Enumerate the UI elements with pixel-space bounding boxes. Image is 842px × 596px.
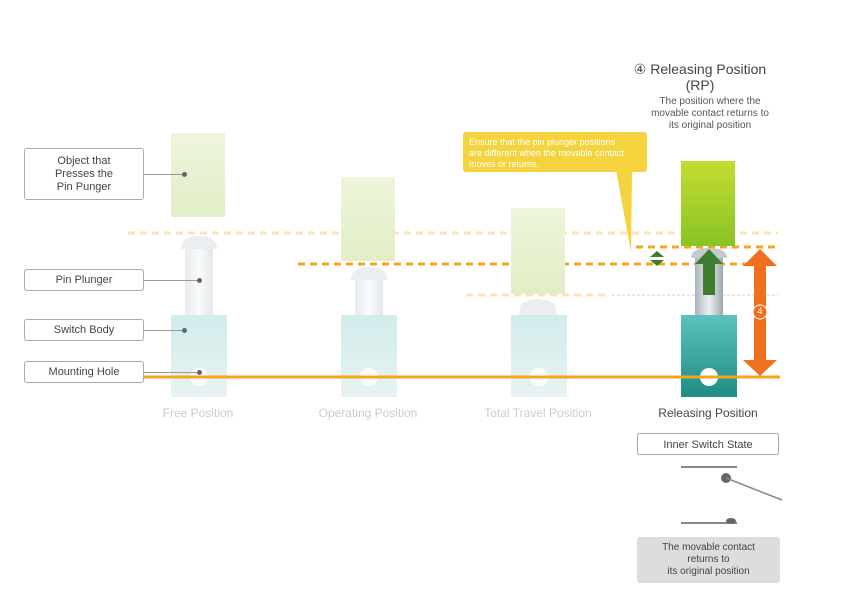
contact-lever xyxy=(725,477,783,501)
note-line2: returns to xyxy=(687,554,730,565)
label-body: Switch Body xyxy=(24,319,144,341)
plunger-cap-operating xyxy=(351,267,387,280)
callout-note: Ensure that the pin plunger positions ar… xyxy=(463,132,647,172)
state-note: The movable contact returns to its origi… xyxy=(637,537,780,583)
leader-body xyxy=(144,330,184,331)
callout-line2: are different when the movable contact xyxy=(469,148,624,158)
orange-badge xyxy=(752,304,768,320)
green-up-arrow xyxy=(695,249,723,295)
description: The position where the movable contact r… xyxy=(630,96,790,132)
contact-bottom-nub xyxy=(726,518,736,524)
object-total-travel xyxy=(511,208,565,294)
small-double-arrow xyxy=(650,251,664,266)
plunger-cap-total-travel xyxy=(519,299,557,315)
stroke-badge-label: 4 xyxy=(757,306,763,316)
label-object: Object that Presses the Pin Punger xyxy=(24,148,144,200)
pos-label-total-travel: Total Travel Position xyxy=(484,406,592,420)
object-releasing xyxy=(681,161,735,246)
label-plunger: Pin Plunger xyxy=(24,269,144,291)
title-line2: (RP) xyxy=(685,77,715,93)
leader-plunger xyxy=(144,280,199,281)
note-line3: its original position xyxy=(667,566,750,577)
callout-line3: moves or returns. xyxy=(469,159,540,169)
description-line3: its original position xyxy=(668,120,752,131)
label-hole: Mounting Hole xyxy=(24,361,144,383)
callout-line1: Ensure that the pin plunger positions xyxy=(469,137,616,147)
leader-object xyxy=(144,174,184,175)
dot-hole xyxy=(197,370,202,375)
description-line1: The position where the xyxy=(659,96,761,107)
pos-label-operating: Operating Position xyxy=(318,406,418,420)
dot-plunger xyxy=(197,278,202,283)
object-operating xyxy=(341,177,395,261)
description-line2: movable contact returns to xyxy=(651,108,769,119)
pos-label-free: Free Position xyxy=(162,406,234,420)
label-object-line2: Presses the xyxy=(54,168,114,180)
plunger-operating xyxy=(355,278,383,315)
plunger-cap-free xyxy=(181,236,217,249)
pos-label-releasing: Releasing Position xyxy=(658,406,758,420)
circled-number: ④ xyxy=(633,61,647,77)
leader-hole xyxy=(144,372,199,373)
position-title: ④ Releasing Position xyxy=(600,61,800,77)
dot-object xyxy=(182,172,187,177)
title-line1: Releasing Position xyxy=(650,61,767,77)
callout-pointer xyxy=(616,170,632,252)
label-object-line3: Pin Punger xyxy=(56,181,112,193)
label-object-line1: Object that xyxy=(57,155,111,167)
dot-body xyxy=(182,328,187,333)
inner-switch-state-box: Inner Switch State xyxy=(637,433,779,455)
object-free xyxy=(171,133,225,217)
note-line1: The movable contact xyxy=(662,542,755,553)
